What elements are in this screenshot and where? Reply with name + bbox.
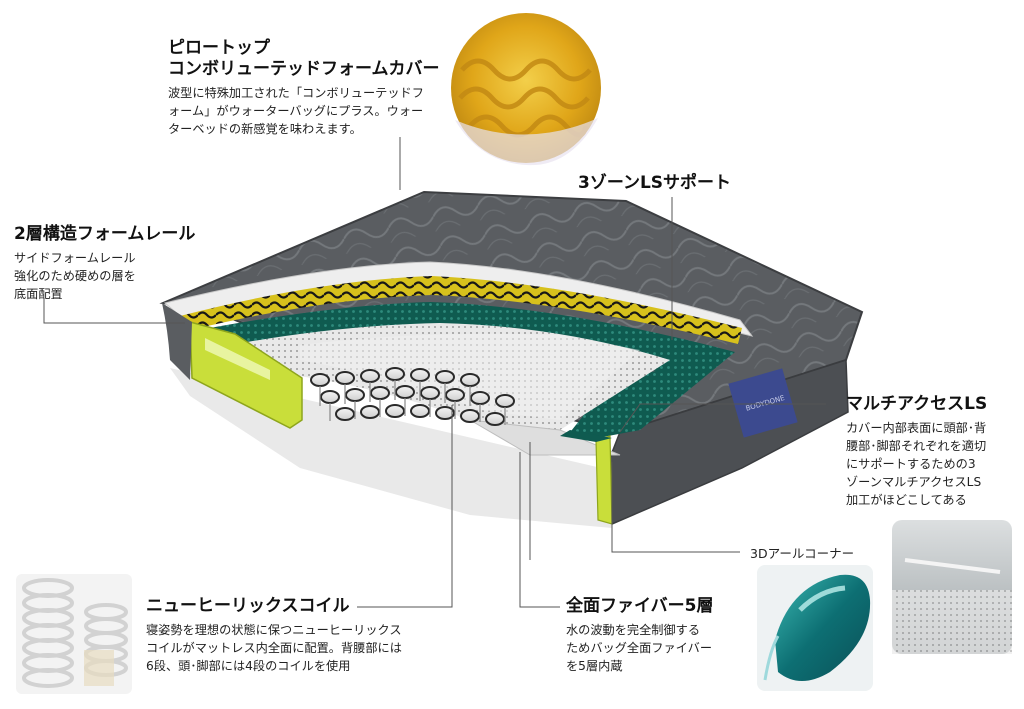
mesh-photo <box>892 520 1012 654</box>
multi-access-callout: マルチアクセスLS カバー内部表面に頭部･背 腰部･脚部それぞれを適切 にサポー… <box>846 394 987 509</box>
pillow-top-description: 波型に特殊加工された「コンボリューテッドフ ォーム」がウォーターバッグにプラス。… <box>168 86 424 136</box>
multi-access-title: マルチアクセスLS <box>846 394 988 414</box>
corner-photo <box>757 565 873 691</box>
foam-rail-description: サイドフォームレール 強化のため硬めの層を 底面配置 <box>14 251 136 301</box>
three-zone-title: 3ゾーンLSサポート <box>578 173 732 193</box>
foam-photo <box>451 13 601 166</box>
foam-rail-title: 2層構造フォームレール <box>14 224 196 244</box>
multi-access-description: カバー内部表面に頭部･背 腰部･脚部それぞれを適切 にサポートするための3 ゾー… <box>846 421 987 507</box>
fiber-description: 水の波動を完全制御する ためバッグ全面ファイバー を5層内蔵 <box>566 623 713 673</box>
pillow-top-title: ピロートップ コンボリューテッドフォームカバー <box>168 38 440 79</box>
three-zone-callout: 3ゾーンLSサポート <box>578 173 731 194</box>
fiber-title: 全面ファイバー5層 <box>566 596 714 616</box>
coil-description: 寝姿勢を理想の状態に保つニューヒーリックス コイルがマットレス内全面に配置。背腰… <box>146 623 402 673</box>
foam-rail-callout: 2層構造フォームレール サイドフォームレール 強化のため硬めの層を 底面配置 <box>14 224 195 303</box>
corner-label: 3Dアールコーナー <box>750 546 855 561</box>
fiber-callout: 全面ファイバー5層 水の波動を完全制御する ためバッグ全面ファイバー を5層内蔵 <box>566 596 714 675</box>
coil-callout: ニューヒーリックスコイル 寝姿勢を理想の状態に保つニューヒーリックス コイルがマ… <box>146 596 402 675</box>
coil-title: ニューヒーリックスコイル <box>146 596 350 616</box>
coil-photo <box>16 574 132 694</box>
pillow-top-callout: ピロートップ コンボリューテッドフォームカバー 波型に特殊加工された「コンボリュ… <box>168 38 440 138</box>
